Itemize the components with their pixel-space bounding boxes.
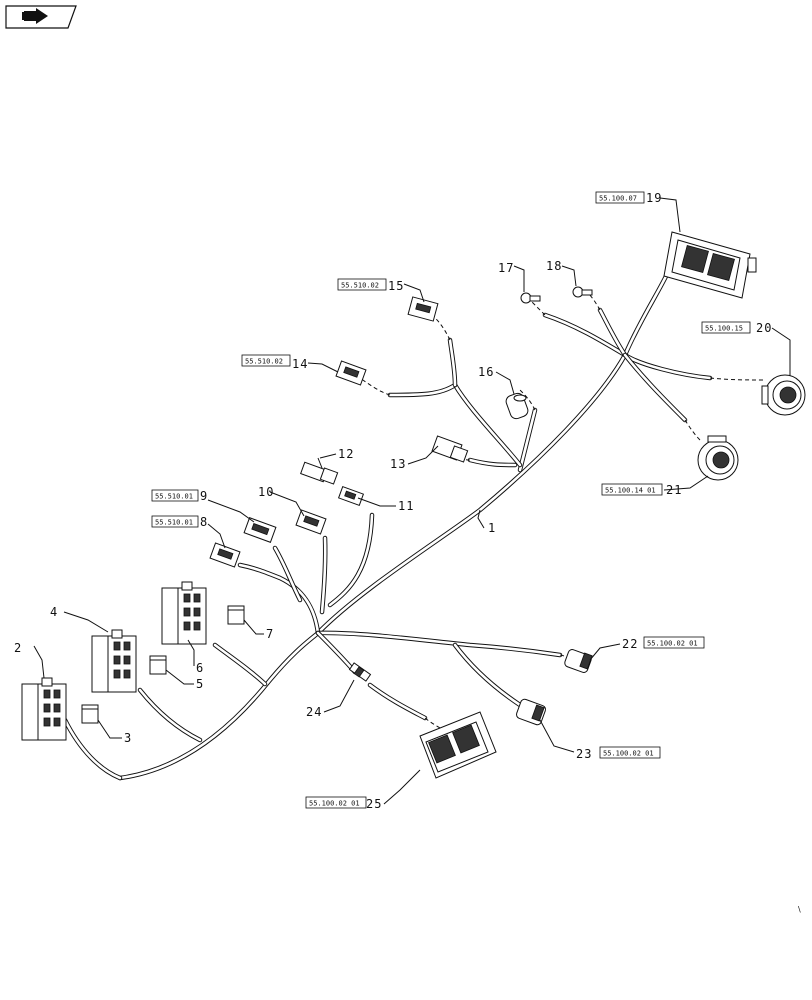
back-button[interactable] [5, 5, 77, 29]
connector-13 [431, 435, 469, 463]
ref-20: 55.100.15 [705, 325, 743, 333]
connector-14 [335, 360, 367, 386]
ref-15: 55.510.02 [341, 282, 379, 290]
reference-boxes: 55.510.01 55.510.01 55.510.02 55.510.02 … [151, 191, 751, 809]
connector-23 [515, 698, 547, 726]
callout-23: 23 [576, 747, 592, 761]
ref-link-25[interactable]: 55.100.02 01 [305, 796, 367, 809]
connector-9 [243, 517, 277, 543]
callout-18: 18 [546, 259, 562, 273]
ref-link-19[interactable]: 55.100.07 [595, 191, 645, 204]
ref-21: 55.100.14 01 [605, 487, 656, 495]
relay-7 [227, 605, 245, 625]
callout-9: 9 [200, 489, 208, 503]
ring-terminal-17 [520, 292, 541, 304]
ref-link-14[interactable]: 55.510.02 [241, 354, 291, 367]
callout-15: 15 [388, 279, 404, 293]
round-connector-20 [761, 374, 806, 416]
ref-link-9[interactable]: 55.510.01 [151, 489, 199, 502]
callout-14: 14 [292, 357, 308, 371]
sensor-16 [505, 392, 529, 420]
callout-21: 21 [666, 483, 682, 497]
callout-13: 13 [390, 457, 406, 471]
connector-22 [564, 649, 593, 673]
relay-3 [81, 704, 99, 724]
callout-10: 10 [258, 485, 274, 499]
ref-14: 55.510.02 [245, 358, 283, 366]
callout-19: 19 [646, 191, 662, 205]
ecu-connector-19 [663, 231, 757, 299]
ecu-connector-25 [419, 711, 497, 779]
callout-3: 3 [124, 731, 132, 745]
ref-link-8[interactable]: 55.510.01 [151, 515, 199, 528]
ref-link-20[interactable]: 55.100.15 [701, 321, 751, 334]
ref-23: 55.100.02 01 [603, 750, 654, 758]
callout-1: 1 [488, 521, 496, 535]
connector-8 [209, 542, 241, 568]
callout-24: 24 [306, 705, 322, 719]
back-arrow-icon [22, 8, 48, 24]
callout-20: 20 [756, 321, 772, 335]
ref-25: 55.100.02 01 [309, 800, 360, 808]
callout-8: 8 [200, 515, 208, 529]
callout-16: 16 [478, 365, 494, 379]
connector-15 [407, 296, 439, 322]
relay-block-6 [161, 581, 207, 645]
ring-terminal-18 [572, 286, 593, 298]
connector-11 [337, 485, 365, 507]
relay-5 [149, 655, 167, 675]
callout-4: 4 [50, 605, 58, 619]
ref-link-21[interactable]: 55.100.14 01 [601, 483, 663, 496]
callout-22: 22 [622, 637, 638, 651]
ref-link-15[interactable]: 55.510.02 [337, 278, 387, 291]
callout-12: 12 [338, 447, 354, 461]
ref-8: 55.510.01 [155, 519, 193, 527]
callout-25: 25 [366, 797, 382, 811]
splice-24 [348, 662, 372, 682]
ref-22: 55.100.02 01 [647, 640, 698, 648]
relay-block-2 [21, 677, 67, 741]
callout-11: 11 [398, 499, 414, 513]
callout-5: 5 [196, 677, 204, 691]
callout-labels: 1 2 3 4 5 6 7 8 9 10 11 12 13 14 15 16 1… [14, 191, 772, 811]
ref-link-23[interactable]: 55.100.02 01 [599, 746, 661, 759]
relay-block-4 [91, 629, 137, 693]
ref-9: 55.510.01 [155, 493, 193, 501]
leader-lines [33, 197, 791, 805]
corner-mark: \ [798, 905, 801, 914]
callout-2: 2 [14, 641, 22, 655]
callout-17: 17 [498, 261, 514, 275]
connector-10 [295, 509, 327, 535]
callout-7: 7 [266, 627, 274, 641]
callout-6: 6 [196, 661, 204, 675]
connector-12 [300, 461, 339, 485]
ref-19: 55.100.07 [599, 195, 637, 203]
ref-link-22[interactable]: 55.100.02 01 [643, 636, 705, 649]
wire-harness [62, 269, 713, 781]
round-connector-21 [697, 435, 739, 481]
